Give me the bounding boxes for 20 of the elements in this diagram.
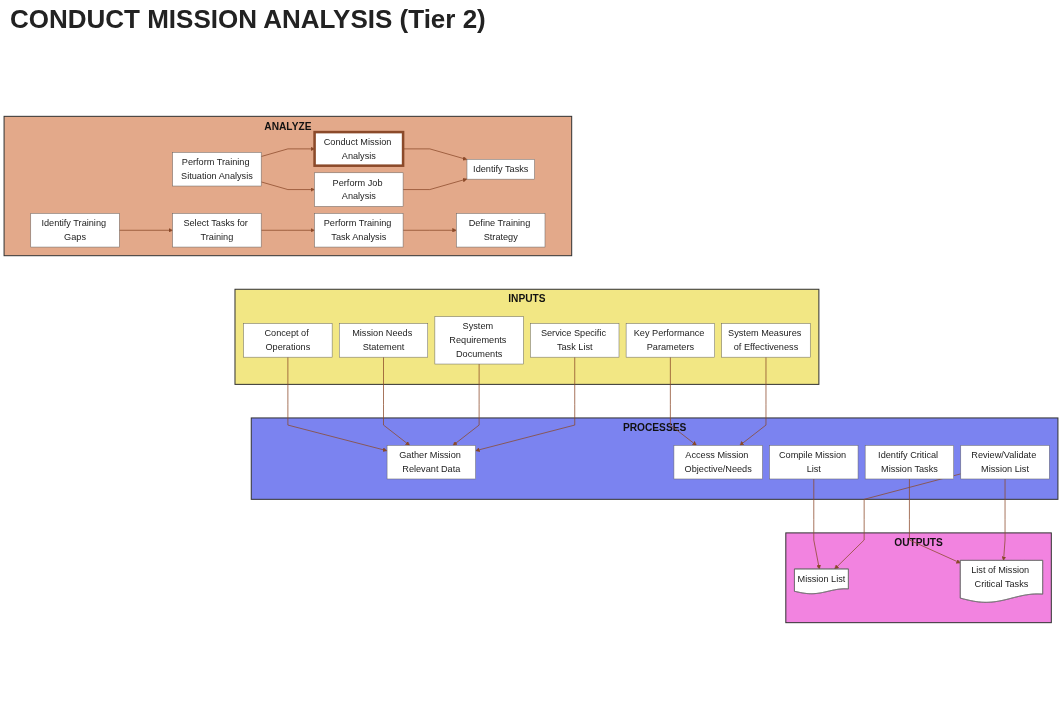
diagram-title: CONDUCT MISSION ANALYSIS (Tier 2): [9, 3, 487, 34]
node-box: Perform Training Situation Analysis: [172, 152, 262, 187]
node-box: System Requirements Documents: [434, 316, 524, 365]
node-box: Concept of Operations: [243, 323, 333, 358]
node-box: Select Tasks for Training: [172, 213, 262, 248]
node-box: Mission Needs Statement: [339, 323, 428, 358]
node-box: Gather Mission Relevant Data: [386, 445, 476, 480]
node-box: Define Training Strategy: [456, 213, 546, 248]
node-box: Conduct Mission Analysis: [313, 130, 405, 167]
node-box: Key Performance Parameters: [625, 323, 715, 358]
node-box: Service Specific Task List: [530, 323, 620, 358]
node-box: Perform Job Analysis: [314, 172, 404, 207]
node-box: Perform Training Task Analysis: [314, 213, 404, 248]
node-box: Identify Training Gaps: [30, 213, 120, 248]
node-box: Compile Mission List: [769, 445, 859, 480]
node-box: Identify Tasks: [466, 159, 535, 180]
node-box: System Measures of Effectiveness: [721, 323, 811, 358]
node-box: Access Mission Objective/Needs: [673, 445, 763, 480]
node-box: Identify Critical Mission Tasks: [864, 445, 954, 480]
node-box: Review/Validate Mission List: [960, 445, 1050, 480]
